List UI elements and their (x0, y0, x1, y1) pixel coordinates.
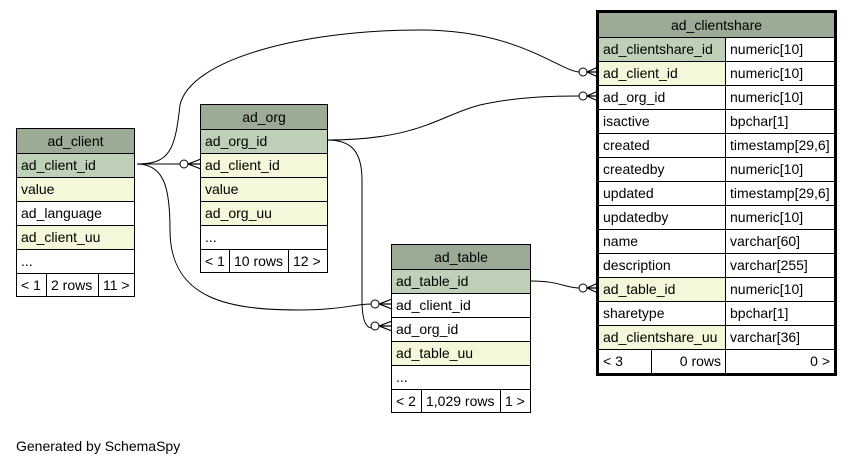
children-count: 12 > (288, 249, 327, 273)
column-type: numeric[10] (725, 205, 834, 229)
column-name[interactable]: isactive (599, 109, 725, 133)
edge-end-circle (179, 159, 189, 169)
column-name[interactable]: description (599, 253, 725, 277)
table-title[interactable]: ad_table (392, 245, 530, 269)
table-more: ... (17, 249, 134, 273)
table-title[interactable]: ad_org (201, 105, 327, 129)
edge-end-circle (370, 321, 380, 331)
edge-client-to-table (136, 163, 373, 311)
column-type: numeric[10] (725, 37, 834, 61)
edge-end-circle (578, 283, 588, 293)
edge-org-to-clientshare (326, 95, 581, 141)
table-column[interactable]: ad_org_id (201, 129, 327, 153)
edge-end-circle (370, 299, 380, 309)
table-column[interactable]: ad_org_id (392, 317, 530, 341)
column-type: numeric[10] (725, 61, 834, 85)
column-type: numeric[10] (725, 85, 834, 109)
table-more: ... (392, 365, 530, 389)
table-ad-org[interactable]: ad_org ad_org_id ad_client_id value ad_o… (200, 104, 328, 273)
row-count: 0 rows (651, 349, 725, 373)
crowfoot-marker (187, 158, 202, 170)
column-name[interactable]: ad_clientshare_uu (599, 325, 725, 349)
children-count: 0 > (725, 349, 834, 373)
table-column[interactable]: ad_table_id (392, 269, 530, 293)
edge-end-circle (578, 91, 588, 101)
table-ad-clientshare[interactable]: ad_clientshare ad_clientshare_id numeric… (596, 10, 837, 376)
table-title[interactable]: ad_clientshare (599, 13, 834, 37)
column-name[interactable]: ad_table_id (599, 277, 725, 301)
column-type: varchar[36] (725, 325, 834, 349)
crowfoot-marker (378, 298, 393, 310)
column-name[interactable]: ad_client_id (599, 61, 725, 85)
column-type: varchar[60] (725, 229, 834, 253)
crowfoot-marker (378, 320, 393, 332)
table-title[interactable]: ad_client (17, 129, 134, 153)
table-column[interactable]: value (201, 177, 327, 201)
generated-by-label: Generated by SchemaSpy (16, 438, 181, 454)
column-type: timestamp[29,6] (725, 181, 834, 205)
edge-org-to-table (326, 139, 373, 329)
column-name[interactable]: ad_org_id (599, 85, 725, 109)
table-ad-table[interactable]: ad_table ad_table_id ad_client_id ad_org… (391, 244, 531, 413)
column-type: numeric[10] (725, 277, 834, 301)
table-column[interactable]: ad_table_uu (392, 341, 530, 365)
table-ad-client[interactable]: ad_client ad_client_id value ad_language… (16, 128, 135, 297)
row-count: 1,029 rows (421, 389, 500, 413)
children-count: 1 > (500, 389, 530, 413)
parents-count: < 3 (599, 349, 651, 373)
column-type: numeric[10] (725, 157, 834, 181)
table-column[interactable]: ad_client_id (17, 153, 134, 177)
row-count: 2 rows (46, 273, 98, 297)
table-column[interactable]: ad_org_uu (201, 201, 327, 225)
table-column[interactable]: value (17, 177, 134, 201)
column-name[interactable]: name (599, 229, 725, 253)
table-column[interactable]: ad_client_id (201, 153, 327, 177)
table-column[interactable]: ad_client_uu (17, 225, 134, 249)
edge-table-to-clientshare (530, 280, 581, 289)
parents-count: < 1 (17, 273, 46, 297)
table-more: ... (201, 225, 327, 249)
column-type: bpchar[1] (725, 301, 834, 325)
column-name[interactable]: sharetype (599, 301, 725, 325)
table-column[interactable]: ad_client_id (392, 293, 530, 317)
column-name[interactable]: createdby (599, 157, 725, 181)
column-name[interactable]: updated (599, 181, 725, 205)
column-type: varchar[255] (725, 253, 834, 277)
column-name[interactable]: created (599, 133, 725, 157)
children-count: 11 > (98, 273, 134, 297)
edge-client-to-clientshare (136, 29, 581, 165)
column-name[interactable]: updatedby (599, 205, 725, 229)
row-count: 10 rows (229, 249, 288, 273)
parents-count: < 1 (201, 249, 229, 273)
table-column[interactable]: ad_language (17, 201, 134, 225)
column-type: bpchar[1] (725, 109, 834, 133)
column-type: timestamp[29,6] (725, 133, 834, 157)
edge-end-circle (578, 67, 588, 77)
parents-count: < 2 (392, 389, 421, 413)
column-name[interactable]: ad_clientshare_id (599, 37, 725, 61)
